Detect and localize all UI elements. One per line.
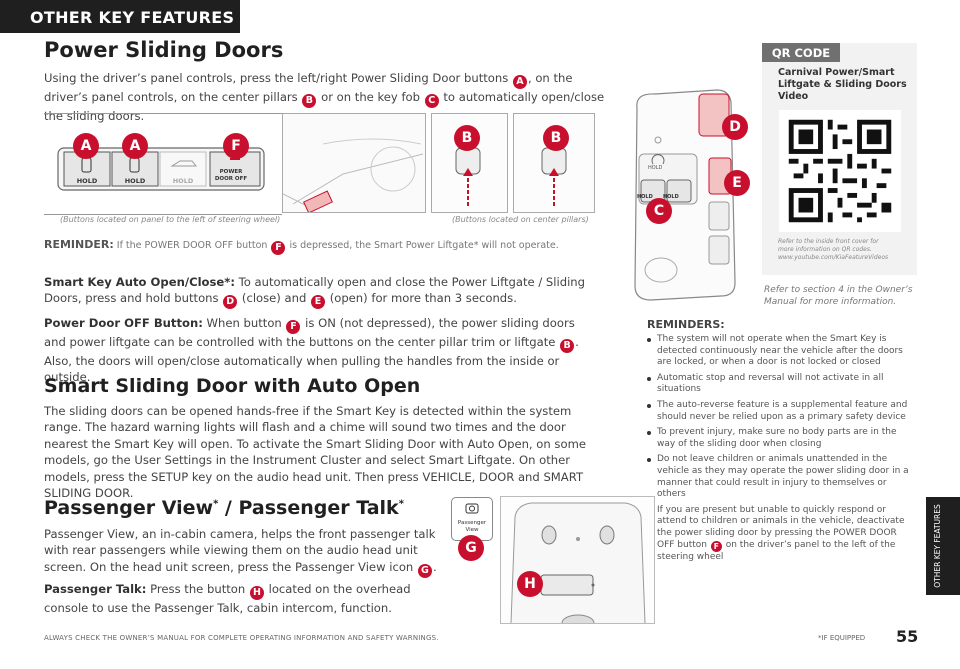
callout-c: C	[646, 198, 672, 224]
callout-b-inline-2: B	[560, 339, 575, 353]
driver-panel-drawing	[57, 147, 265, 191]
callout-f-inline-2: F	[286, 320, 301, 334]
callout-d: D	[722, 114, 748, 140]
caption-panel: (Buttons located on panel to the left of…	[60, 215, 281, 224]
callout-c-inline: C	[424, 94, 439, 108]
key-fob-illustration	[625, 88, 760, 303]
pillar-right-drawing	[541, 147, 567, 206]
driver-panel-illustration	[44, 113, 282, 215]
callout-g: G	[458, 535, 484, 561]
fob-button-2-label: HOLD	[663, 194, 679, 200]
qr-code-image[interactable]	[779, 110, 901, 232]
callout-d-inline: D	[223, 295, 238, 310]
camera-icon	[465, 503, 479, 514]
callout-b-inline: B	[302, 94, 317, 108]
side-tab[interactable]: OTHER KEY FEATURES	[926, 497, 960, 595]
reminder-item: Automatic stop and reversal will not act…	[647, 373, 912, 396]
smart-sliding-heading: Smart Sliding Door with Auto Open	[44, 375, 421, 397]
reminder-item-last: If you are present but unable to quickly…	[647, 505, 912, 563]
callout-a-inline: A	[512, 75, 527, 89]
callout-h: H	[517, 571, 543, 597]
callout-e: E	[724, 170, 750, 196]
section-banner: OTHER KEY FEATURES	[0, 0, 240, 33]
power-door-off-label: POWER DOOR OFF	[214, 169, 248, 182]
reminder-item: The system will not operate when the Sma…	[647, 334, 912, 369]
page-number: 55	[896, 627, 919, 646]
footer-warning: ALWAYS CHECK THE OWNER’S MANUAL FOR COMP…	[44, 634, 439, 642]
callout-h-inline: H	[249, 586, 264, 600]
callout-a-right: A	[122, 133, 148, 159]
callout-b-right: B	[543, 125, 569, 151]
overhead-console-illustration	[500, 496, 655, 632]
fob-button-1-label: HOLD	[637, 194, 653, 200]
interior-line-drawing	[282, 138, 424, 214]
reminder-item: Do not leave children or animals unatten…	[647, 454, 912, 500]
reminders-list: The system will not operate when the Sma…	[647, 334, 912, 567]
power-sliding-intro: Using the driver’s panel controls, press…	[44, 71, 605, 123]
reminders-heading: REMINDERS:	[647, 318, 725, 331]
qr-title: Carnival Power/Smart Liftgate & Sliding …	[778, 67, 907, 102]
panel-button-hold-2-label: HOLD	[124, 177, 146, 185]
footer-if-equipped: *IF EQUIPPED	[818, 634, 866, 642]
passenger-view-body: Passenger View, an in-cabin camera, help…	[44, 527, 437, 578]
panel-button-hold-3-label: HOLD	[172, 177, 194, 185]
key-fob-drawing	[634, 89, 736, 301]
passenger-heading: Passenger View* / Passenger Talk*	[44, 497, 404, 519]
caption-pillars: (Buttons located on center pillars)	[452, 215, 589, 224]
callout-b-left: B	[454, 125, 480, 151]
passenger-talk-body: Passenger Talk: Press the button H locat…	[44, 582, 411, 615]
reminder-line: REMINDER: If the POWER DOOR OFF button F…	[44, 238, 559, 255]
callout-f-inline-3: F	[710, 540, 722, 552]
panel-button-hold-1-label: HOLD	[76, 177, 98, 185]
callout-e-inline: E	[311, 295, 326, 310]
overhead-console-drawing	[510, 502, 646, 632]
qr-code-icon	[788, 119, 892, 223]
reminder-item: To prevent injury, make sure no body par…	[647, 427, 912, 450]
callout-f-inline: F	[271, 241, 286, 255]
reminder-item: The auto-reverse feature is a supplement…	[647, 400, 912, 423]
callout-g-inline: G	[417, 563, 432, 578]
fob-hold-label: HOLD	[648, 165, 663, 171]
callout-f: F	[223, 133, 249, 159]
smart-sliding-body: The sliding doors can be opened hands-fr…	[44, 404, 586, 501]
smart-key-paragraph: Smart Key Auto Open/Close*: To automatic…	[44, 275, 586, 310]
power-door-off-paragraph: Power Door OFF Button: When button F is …	[44, 316, 579, 385]
interior-photo	[282, 113, 426, 214]
page-title: Power Sliding Doors	[44, 38, 284, 62]
qr-code-label: QR CODE	[762, 43, 840, 62]
callout-a-left: A	[73, 133, 99, 159]
